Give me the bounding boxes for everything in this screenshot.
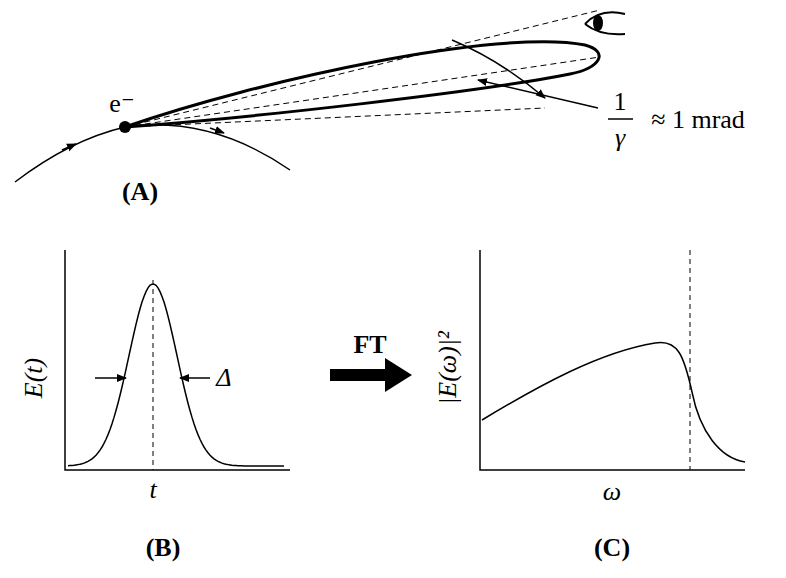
panel-label: (A) [122,179,158,205]
orbit-arrow [62,144,76,150]
axis-label: |E(ω)|² [435,331,461,405]
ray [125,10,600,127]
orbit-arrow [210,128,224,133]
angle-value: ≈ 1 mrad [651,107,745,133]
eye-symbol [585,12,625,34]
pulse-curve [68,284,284,466]
fraction-denominator: γ [615,125,625,151]
electron [119,121,131,133]
orbit [15,125,290,182]
center-line [153,280,154,470]
fraction-numerator: 1 [614,89,627,115]
ray [125,57,600,127]
spectrum-curve [482,342,745,462]
leader-line [478,80,598,108]
particle-label: e⁻ [109,91,134,117]
panel-label: (B) [146,535,181,561]
critical-line [690,250,691,470]
axes [65,250,290,470]
axis-label: t [149,477,156,503]
axis-label: E(t) [21,358,47,398]
panel-label: (C) [594,535,630,561]
width-arrow [95,377,126,379]
width-arrow [180,377,210,379]
axis-label: ω [603,479,621,505]
transform-label: FT [353,332,386,358]
fraction-bar [608,118,633,120]
width-label: Δ [216,365,231,391]
angle-arrow [452,40,545,98]
transform-arrow [330,358,412,392]
axes [480,250,745,470]
ray [125,108,545,127]
